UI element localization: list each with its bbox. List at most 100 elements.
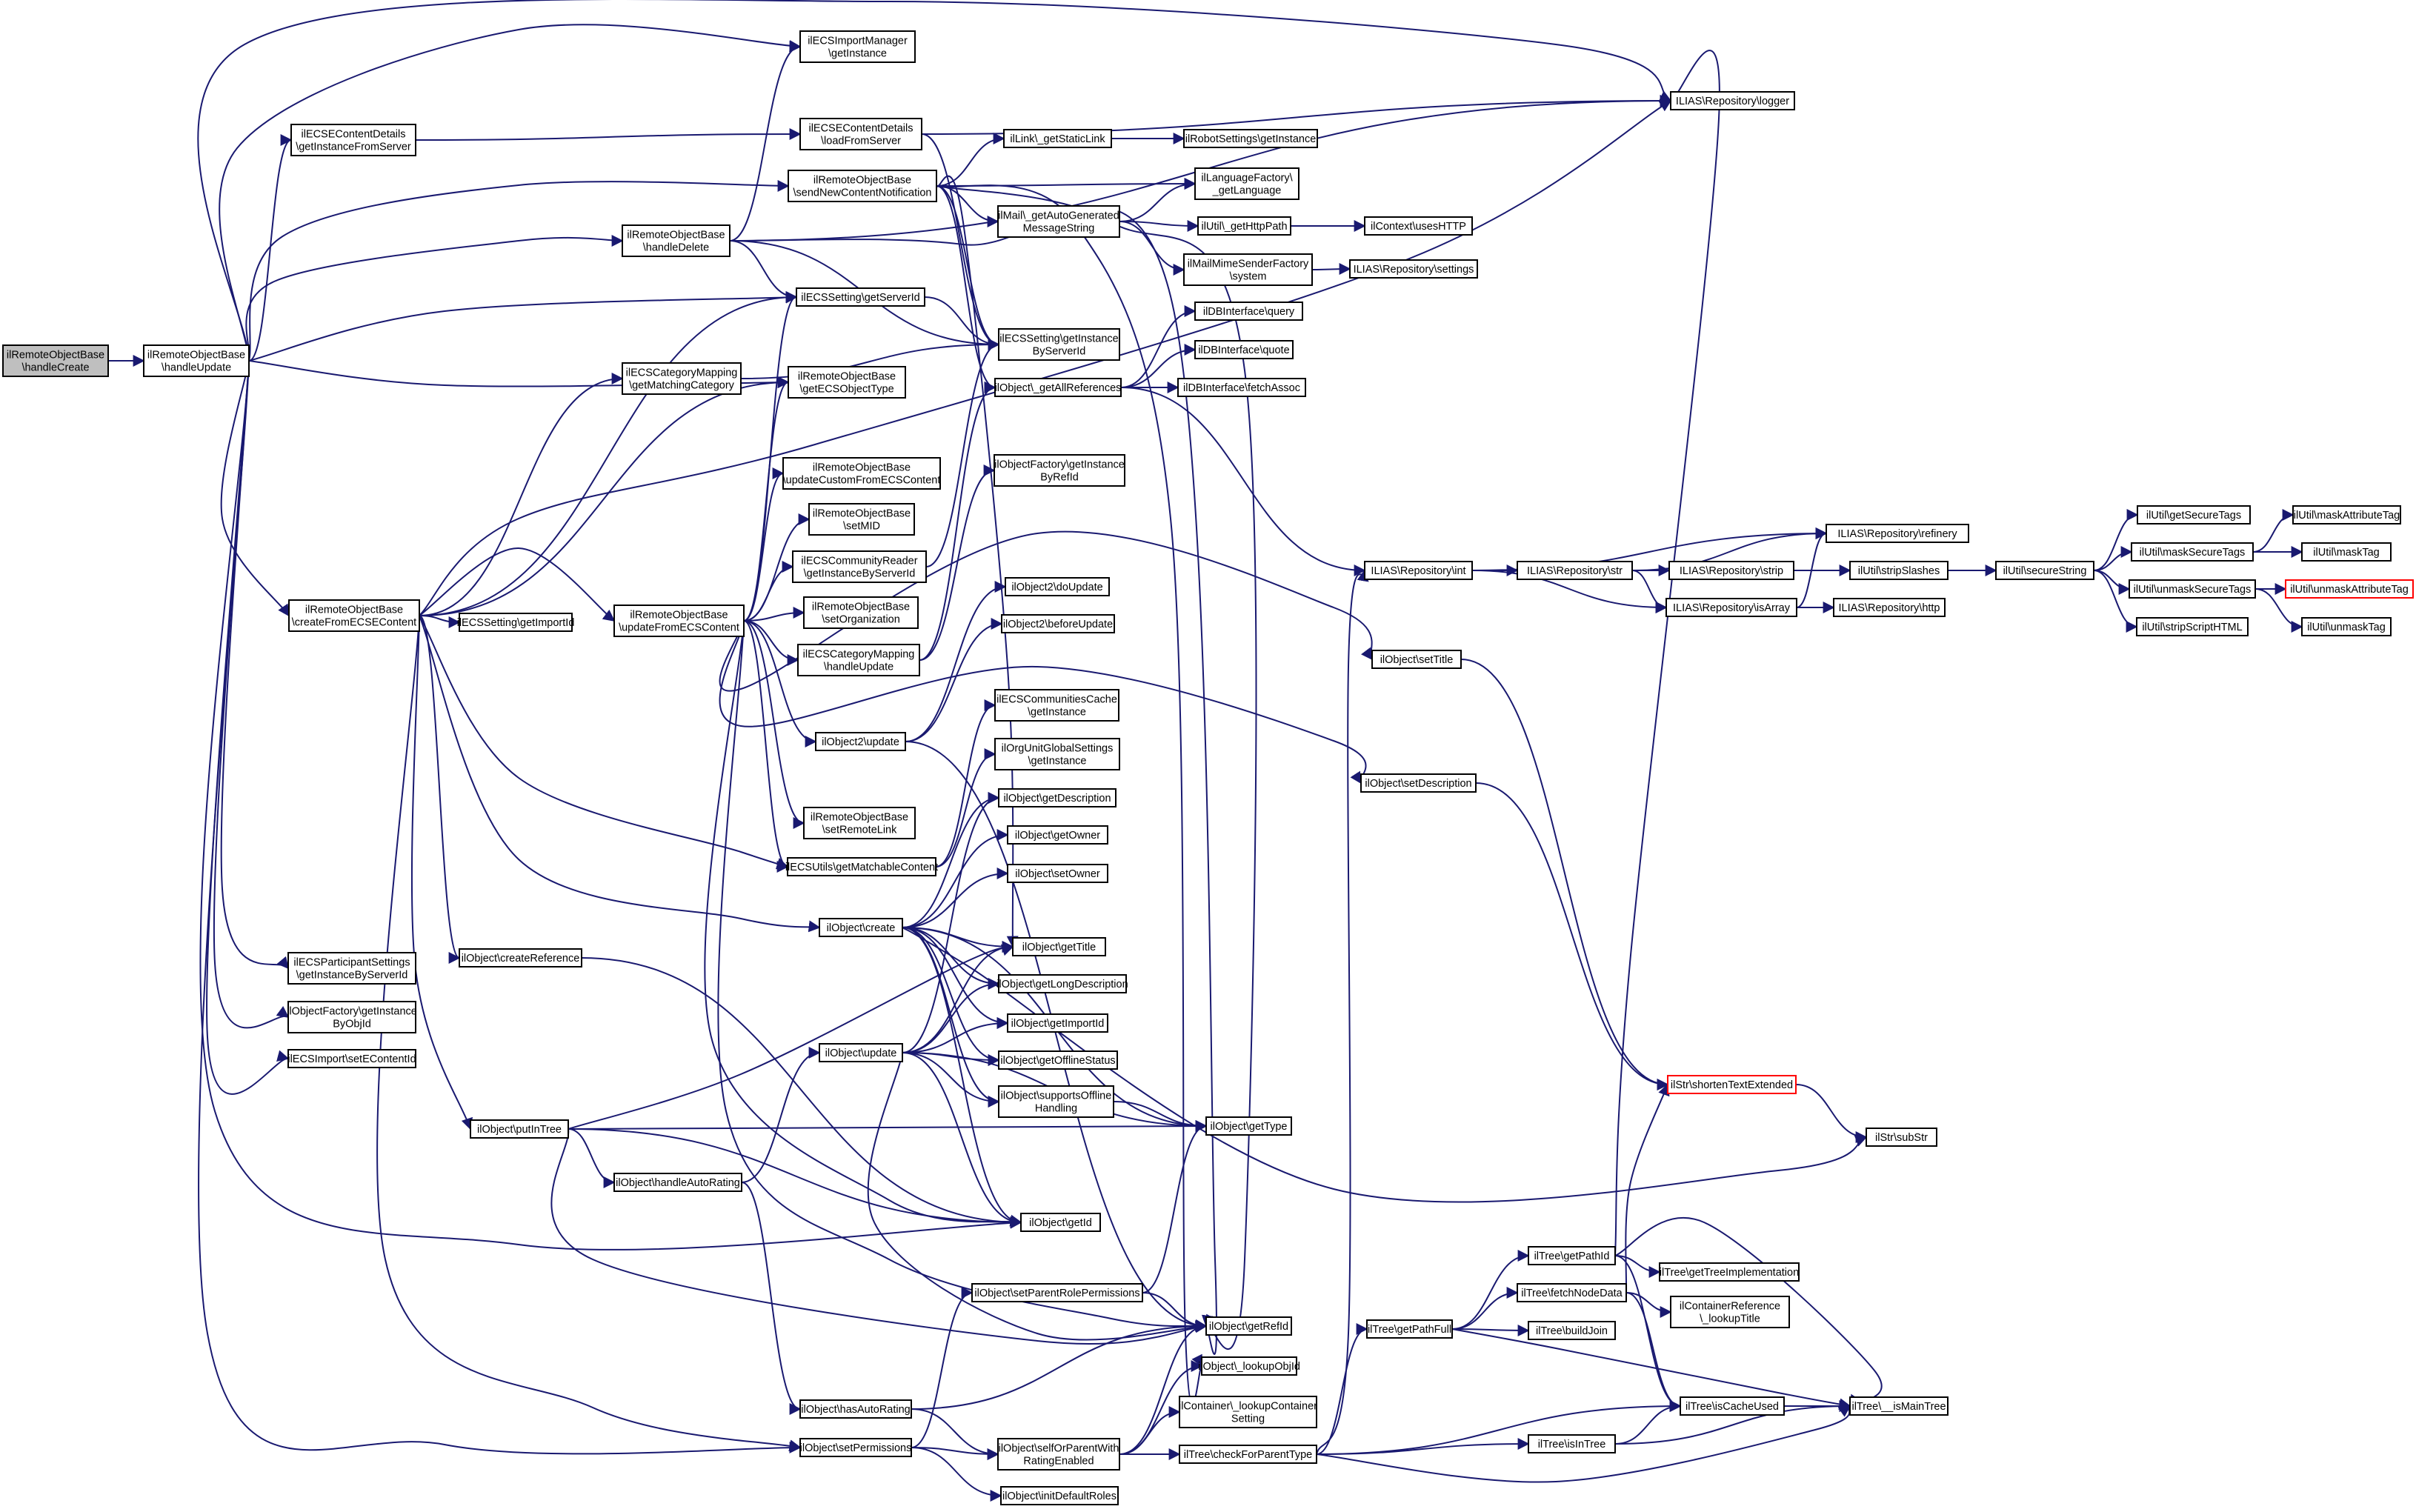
node-ilobject2-doupdate[interactable]: ilObject2\doUpdate xyxy=(1005,577,1110,596)
node-ilutil-stripslashes[interactable]: ilUtil\stripSlashes xyxy=(1849,561,1949,580)
node-ilmailmimesenderfactory-system[interactable]: ilMailMimeSenderFactory\system xyxy=(1183,253,1313,286)
node-ilcontext-useshttp[interactable]: ilContext\usesHTTP xyxy=(1364,216,1473,236)
node-ilremoteobjectbase-setremotelink[interactable]: ilRemoteObjectBase\setRemoteLink xyxy=(803,807,916,839)
node-ilutil-unmasktag[interactable]: ilUtil\unmaskTag xyxy=(2301,617,2392,636)
node-ilias-repository-settings[interactable]: ILIAS\Repository\settings xyxy=(1349,259,1478,279)
node-ilobject-getrefid[interactable]: ilObject\getRefId xyxy=(1205,1316,1292,1336)
node-ilutil-unmaskattributetag[interactable]: ilUtil\unmaskAttributeTag xyxy=(2285,579,2414,599)
node-ilobject-setdescription[interactable]: ilObject\setDescription xyxy=(1360,773,1477,793)
node-ilutil-getsecuretags[interactable]: ilUtil\getSecureTags xyxy=(2137,505,2251,524)
node-ilobject-lookupobjid[interactable]: ilObject\_lookupObjId xyxy=(1198,1356,1300,1376)
node-iltree-fetchnodedata[interactable]: ilTree\fetchNodeData xyxy=(1517,1283,1627,1302)
node-ilorgunitglobalsettings-getinstance[interactable]: ilOrgUnitGlobalSettings\getInstance xyxy=(994,738,1120,770)
node-ilias-repository-str[interactable]: ILIAS\Repository\str xyxy=(1517,561,1633,580)
node-ilobject-getdescription[interactable]: ilObject\getDescription xyxy=(998,788,1117,807)
node-ilobject-putintree[interactable]: ilObject\putInTree xyxy=(470,1119,569,1139)
node-ilutil-masksecuretags[interactable]: ilUtil\maskSecureTags xyxy=(2131,542,2254,562)
node-ilecscommunitiescache-getinstance[interactable]: ilECSCommunitiesCache\getInstance xyxy=(994,689,1119,722)
node-ilecssetting-getserverid[interactable]: ilECSSetting\getServerId xyxy=(796,287,925,307)
node-ilremoteobjectbase-handleupdate[interactable]: ilRemoteObjectBase\handleUpdate xyxy=(143,344,250,377)
node-iltree-ismaintree[interactable]: ilTree\__isMainTree xyxy=(1849,1396,1949,1416)
node-ilstr-shortentextextended[interactable]: ilStr\shortenTextExtended xyxy=(1667,1075,1797,1094)
node-label: ilContainerReference xyxy=(1680,1301,1780,1313)
node-ilutil-gethttppath[interactable]: ilUtil\_getHttpPath xyxy=(1197,216,1291,236)
node-ilutil-masktag[interactable]: ilUtil\maskTag xyxy=(2301,542,2392,562)
node-ildbinterface-quote[interactable]: ilDBInterface\quote xyxy=(1194,340,1294,359)
call-edge xyxy=(1119,178,1197,222)
node-ilecsecontentdetails-getinstancefromserver[interactable]: ilECSEContentDetails\getInstanceFromServ… xyxy=(290,124,416,156)
node-iltree-getpathid[interactable]: ilTree\getPathId xyxy=(1528,1246,1616,1265)
node-ilobject-getowner[interactable]: ilObject\getOwner xyxy=(1007,825,1108,845)
node-ilecscommunityreader-getinstancebyserverid[interactable]: ilECSCommunityReader\getInstanceByServer… xyxy=(792,550,927,583)
node-ilecssetting-getimportid[interactable]: ilECSSetting\getImportId xyxy=(457,613,575,632)
node-ilobject2-beforeupdate[interactable]: ilObject2\beforeUpdate xyxy=(1001,614,1115,633)
node-ilremoteobjectbase-updatecustomfromecscontent[interactable]: ilRemoteObjectBase\updateCustomFromECSCo… xyxy=(782,457,941,490)
node-ildbinterface-fetchassoc[interactable]: ilDBInterface\fetchAssoc xyxy=(1177,378,1306,397)
node-ilobject-getimportid[interactable]: ilObject\getImportId xyxy=(1007,1013,1108,1033)
node-iltree-isintree[interactable]: ilTree\isInTree xyxy=(1528,1434,1616,1453)
node-iltree-checkforparenttype[interactable]: ilTree\checkForParentType xyxy=(1179,1445,1317,1464)
node-ilutil-stripscripthtml[interactable]: ilUtil\stripScriptHTML xyxy=(2136,617,2249,636)
node-ilobject-getallreferences[interactable]: ilObject\_getAllReferences xyxy=(994,378,1122,397)
node-ilutil-maskattributetag[interactable]: ilUtil\maskAttributeTag xyxy=(2292,505,2401,524)
node-ilecssetting-getinstance-byserverid[interactable]: ilECSSetting\getInstanceByServerId xyxy=(998,328,1120,361)
node-ilobject-setparentrolepermissions[interactable]: ilObject\setParentRolePermissions xyxy=(971,1283,1143,1302)
node-ilutil-securestring[interactable]: ilUtil\secureString xyxy=(1995,561,2094,580)
node-ilcontainerreference-lookuptitle[interactable]: ilContainerReference\_lookupTitle xyxy=(1670,1296,1790,1328)
node-iltree-iscacheused[interactable]: ilTree\isCacheUsed xyxy=(1680,1396,1785,1416)
node-ilecsutils-getmatchablecontent[interactable]: ilECSUtils\getMatchableContent xyxy=(785,857,938,876)
node-ilremoteobjectbase-handledelete[interactable]: ilRemoteObjectBase\handleDelete xyxy=(622,224,731,257)
node-ilremoteobjectbase-getecsobjecttype[interactable]: ilRemoteObjectBase\getECSObjectType xyxy=(788,366,906,399)
node-ilias-repository-strip[interactable]: ILIAS\Repository\strip xyxy=(1668,561,1794,580)
node-iltree-buildjoin[interactable]: ilTree\buildJoin xyxy=(1528,1321,1616,1340)
node-ilias-repository-logger[interactable]: ILIAS\Repository\logger xyxy=(1670,91,1795,110)
node-ilobject-createreference[interactable]: ilObject\createReference xyxy=(459,948,582,968)
node-ilias-repository-isarray[interactable]: ILIAS\Repository\isArray xyxy=(1665,598,1797,617)
node-ildbinterface-query[interactable]: ilDBInterface\query xyxy=(1194,302,1303,321)
node-ilobject-getlongdescription[interactable]: ilObject\getLongDescription xyxy=(996,974,1128,993)
node-ilias-repository-http[interactable]: ILIAS\Repository\http xyxy=(1833,598,1946,617)
node-ilobject-hasautorating[interactable]: ilObject\hasAutoRating xyxy=(799,1399,912,1419)
node-iltree-getpathfull[interactable]: ilTree\getPathFull xyxy=(1366,1319,1453,1339)
node-ilecsimportmanager-getinstance[interactable]: ilECSImportManager\getInstance xyxy=(799,30,916,63)
node-ilstr-substr[interactable]: ilStr\subStr xyxy=(1866,1128,1937,1147)
node-ilecsimport-setecontentid[interactable]: ilECSImport\setEContentId xyxy=(287,1049,416,1068)
node-ilecsparticipantsettings-getinstancebyserverid[interactable]: ilECSParticipantSettings\getInstanceBySe… xyxy=(287,952,416,985)
node-box xyxy=(994,454,1125,487)
node-iltree-gettreeimplementation[interactable]: ilTree\getTreeImplementation xyxy=(1659,1262,1800,1282)
node-ilobject-initdefaultroles[interactable]: ilObject\initDefaultRoles xyxy=(1000,1486,1119,1505)
node-illink-getstaticlink[interactable]: ilLink\_getStaticLink xyxy=(1003,129,1112,148)
node-ilecscategorymapping-getmatchingcategory[interactable]: ilECSCategoryMapping\getMatchingCategory xyxy=(622,362,742,395)
node-ilrobotsettings-getinstance[interactable]: ilRobotSettings\getInstance xyxy=(1183,129,1318,148)
node-ilobject-setpermissions[interactable]: ilObject\setPermissions xyxy=(799,1438,912,1457)
node-ilremoteobjectbase-setmid[interactable]: ilRemoteObjectBase\setMID xyxy=(808,503,915,536)
node-ilobject-setowner[interactable]: ilObject\setOwner xyxy=(1007,864,1108,883)
node-ilecsecontentdetails-loadfromserver[interactable]: ilECSEContentDetails\loadFromServer xyxy=(799,118,922,150)
node-ilobject-handleautorating[interactable]: ilObject\handleAutoRating xyxy=(613,1173,742,1192)
node-ilutil-unmasksecuretags[interactable]: ilUtil\unmaskSecureTags xyxy=(2129,579,2256,599)
node-ilremoteobjectbase-updatefromecscontent[interactable]: ilRemoteObjectBase\updateFromECSContent xyxy=(613,605,745,637)
node-ilremoteobjectbase-handlecreate[interactable]: ilRemoteObjectBase\handleCreate xyxy=(2,344,109,377)
node-ilobject-getid[interactable]: ilObject\getId xyxy=(1020,1213,1101,1232)
node-ilias-repository-refinery[interactable]: ILIAS\Repository\refinery xyxy=(1826,524,1969,543)
node-ilobject-create[interactable]: ilObject\create xyxy=(819,918,903,937)
node-ilremoteobjectbase-createfromecsecontent[interactable]: ilRemoteObjectBase\createFromECSEContent xyxy=(288,599,420,632)
node-ilobject-gettitle[interactable]: ilObject\getTitle xyxy=(1012,937,1106,956)
node-ilremoteobjectbase-sendnewcontentnotification[interactable]: ilRemoteObjectBase\sendNewContentNotific… xyxy=(788,170,937,202)
node-illanguagefactory-getlanguage[interactable]: ilLanguageFactory\_getLanguage xyxy=(1194,167,1299,200)
node-ilobject-gettype[interactable]: ilObject\getType xyxy=(1205,1116,1292,1136)
node-ilobject-settitle[interactable]: ilObject\setTitle xyxy=(1371,650,1462,669)
node-ilremoteobjectbase-setorganization[interactable]: ilRemoteObjectBase\setOrganization xyxy=(803,596,919,629)
node-ilecscategorymapping-handleupdate[interactable]: ilECSCategoryMapping\handleUpdate xyxy=(797,644,920,676)
node-ilobject2-update[interactable]: ilObject2\update xyxy=(815,732,906,751)
node-ilobject-update[interactable]: ilObject\update xyxy=(819,1043,903,1062)
node-box xyxy=(1670,1296,1790,1328)
node-ilobject-getofflinestatus[interactable]: ilObject\getOfflineStatus xyxy=(998,1050,1118,1070)
node-ilias-repository-int[interactable]: ILIAS\Repository\int xyxy=(1364,561,1473,580)
